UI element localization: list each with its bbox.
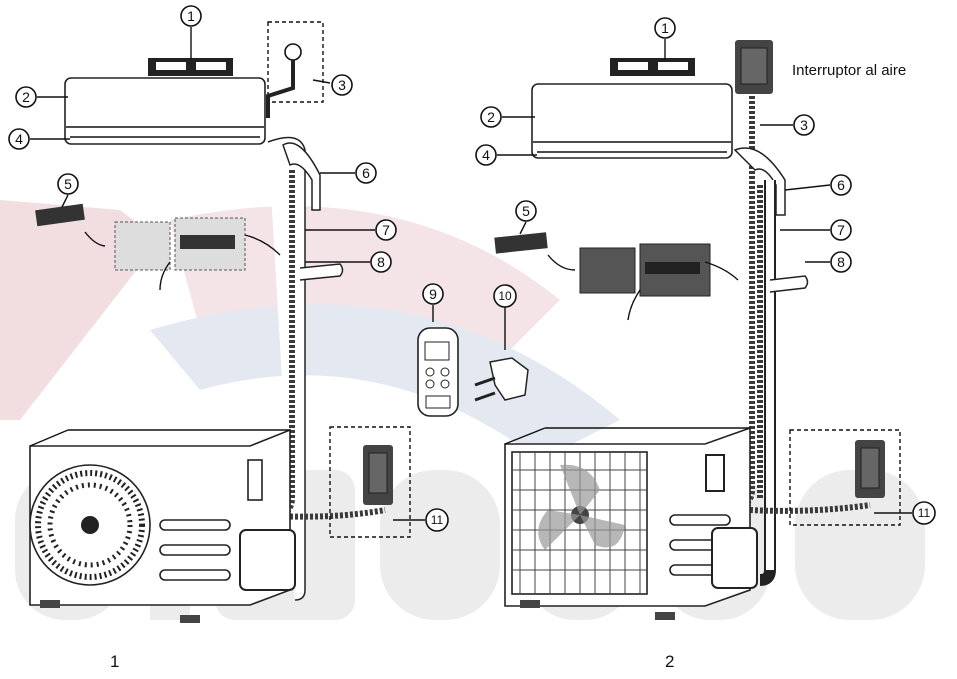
callout-1-left: 1 bbox=[180, 5, 202, 27]
callout-number: 4 bbox=[482, 147, 490, 163]
callout-number: 11 bbox=[431, 513, 444, 527]
callout-number: 8 bbox=[377, 254, 385, 270]
switch-label: Interruptor al aire bbox=[792, 62, 907, 79]
callout-number: 7 bbox=[382, 222, 390, 238]
callout-3-left: 3 bbox=[331, 74, 353, 96]
callout-number: 3 bbox=[338, 77, 346, 93]
callout-11-right: 11 bbox=[912, 501, 936, 525]
callout-number: 5 bbox=[64, 176, 72, 192]
indoor-unit-2 bbox=[531, 83, 733, 159]
callout-8-left: 8 bbox=[370, 251, 392, 273]
callout-number: 7 bbox=[837, 222, 845, 238]
mounting-plate-2 bbox=[610, 58, 695, 76]
callout-11-left: 11 bbox=[425, 508, 449, 532]
callout-6-right: 6 bbox=[830, 174, 852, 196]
callout-10: 10 bbox=[493, 284, 517, 308]
callout-4-right: 4 bbox=[475, 144, 497, 166]
remote-holder bbox=[474, 357, 529, 402]
callout-6-left: 6 bbox=[355, 162, 377, 184]
callout-number: 9 bbox=[429, 286, 437, 302]
callout-7-left: 7 bbox=[375, 219, 397, 241]
air-filters bbox=[35, 203, 281, 291]
caption-diagram-1: 1 bbox=[110, 652, 120, 671]
callout-number: 2 bbox=[487, 109, 495, 125]
callout-number: 2 bbox=[22, 89, 30, 105]
caption-diagram-2: 2 bbox=[665, 652, 675, 671]
callout-number: 4 bbox=[15, 131, 23, 147]
outdoor-unit bbox=[29, 428, 296, 623]
callout-9: 9 bbox=[422, 283, 444, 305]
callout-number: 6 bbox=[837, 177, 845, 193]
callout-5-left: 5 bbox=[57, 173, 79, 195]
callout-7-right: 7 bbox=[830, 219, 852, 241]
callout-number: 3 bbox=[800, 117, 808, 133]
callout-1-right: 1 bbox=[654, 17, 676, 39]
callout-markers: 1 2 3 4 5 6 7 8 9 10 11 1 2 3 4 5 6 7 8 … bbox=[8, 5, 936, 532]
leader-lines bbox=[30, 27, 912, 521]
callout-3-right: 3 bbox=[793, 114, 815, 136]
air-filters-2 bbox=[494, 232, 739, 321]
callout-number: 1 bbox=[661, 20, 669, 36]
callout-5-right: 5 bbox=[515, 200, 537, 222]
callout-number: 1 bbox=[187, 8, 195, 24]
callout-number: 6 bbox=[362, 165, 370, 181]
callout-number: 5 bbox=[522, 203, 530, 219]
diagram-2 bbox=[494, 40, 901, 620]
callout-8-right: 8 bbox=[830, 251, 852, 273]
callout-number: 10 bbox=[498, 289, 512, 303]
callout-2-left: 2 bbox=[15, 86, 37, 108]
callout-number: 8 bbox=[837, 254, 845, 270]
callout-2-right: 2 bbox=[480, 106, 502, 128]
indoor-unit bbox=[64, 77, 266, 145]
diagram-1 bbox=[29, 21, 529, 623]
mounting-plate bbox=[148, 58, 233, 76]
callout-number: 11 bbox=[918, 506, 931, 520]
remote-control bbox=[417, 327, 459, 417]
outdoor-unit-2 bbox=[504, 426, 758, 620]
callout-4-left: 4 bbox=[8, 128, 30, 150]
